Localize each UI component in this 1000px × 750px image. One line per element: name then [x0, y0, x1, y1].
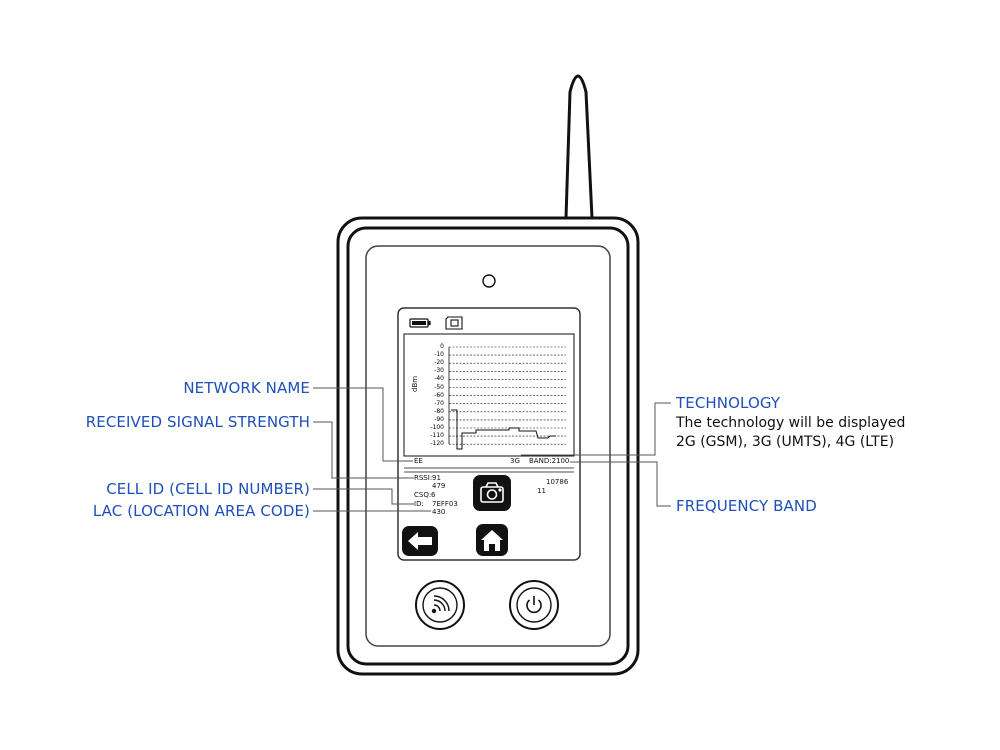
y-tick-label: -40: [434, 375, 444, 383]
signal-wave-icon: [431, 595, 450, 614]
callout-cell-id: CELL ID (CELL ID NUMBER): [106, 480, 310, 498]
band-value: BAND:2100: [529, 457, 570, 465]
callout-lac: LAC (LOCATION AREA CODE): [92, 502, 310, 520]
power-button[interactable]: [509, 580, 559, 630]
front-sensor: [482, 274, 496, 288]
leader-cell-id: [313, 488, 414, 505]
leader-frequency-band: [570, 461, 671, 507]
cell-id-value: 7EFF03: [432, 500, 458, 508]
network-name-value: EE: [414, 457, 423, 465]
chart-frame: [403, 333, 575, 457]
technology-description-line2: 2G (GSM), 3G (UMTS), 4G (LTE): [676, 434, 895, 450]
y-tick-label: -30: [434, 367, 444, 375]
leader-technology: [521, 402, 671, 456]
csq-label: CSQ:: [414, 491, 432, 499]
camera-icon: [480, 482, 504, 503]
battery-icon: [409, 318, 431, 328]
home-icon: [481, 530, 503, 551]
sim-card-icon: [445, 316, 463, 330]
value-479: 479: [432, 482, 446, 490]
chart-grid: [448, 346, 566, 450]
right-value-1: 10786: [546, 478, 569, 486]
y-tick-label: -90: [434, 415, 444, 423]
y-tick-label: -120: [430, 440, 444, 448]
leader-network-name: [313, 387, 413, 462]
leader-signal-strength: [313, 421, 414, 479]
y-tick-label: -60: [434, 391, 444, 399]
y-tick-label: -20: [434, 359, 444, 367]
leader-lines: [313, 387, 671, 512]
signal-trace: [451, 409, 556, 450]
y-tick-label: -110: [430, 432, 444, 440]
lac-value: 430: [432, 508, 446, 516]
callout-received-signal-strength: RECEIVED SIGNAL STRENGTH: [85, 413, 310, 431]
power-icon: [526, 596, 542, 614]
csq-value: 6: [431, 491, 436, 499]
back-button[interactable]: [402, 526, 438, 556]
signal-button[interactable]: [415, 580, 465, 630]
id-label: ID:: [414, 500, 424, 508]
y-tick-label: -10: [434, 351, 444, 359]
back-arrow-icon: [408, 532, 432, 550]
y-tick-label: 0: [440, 343, 444, 350]
antenna: [557, 74, 603, 220]
callout-frequency-band: FREQUENCY BAND: [676, 497, 817, 515]
callout-network-name: NETWORK NAME: [183, 379, 310, 397]
y-tick-label: -50: [434, 383, 444, 391]
y-tick-label: -70: [434, 399, 444, 407]
y-tick-label: -100: [430, 424, 444, 431]
camera-button[interactable]: [473, 475, 511, 511]
home-button[interactable]: [476, 524, 508, 556]
rssi-label: RSSI:: [414, 474, 433, 482]
right-value-2: 11: [537, 487, 546, 495]
technology-value: 3G: [510, 457, 520, 465]
rssi-value: 91: [432, 474, 441, 482]
callout-technology: TECHNOLOGY: [676, 394, 781, 412]
technology-description-line1: The technology will be displayed: [676, 415, 906, 431]
y-axis-label: dBm: [411, 375, 419, 392]
y-tick-label: -80: [434, 407, 444, 415]
